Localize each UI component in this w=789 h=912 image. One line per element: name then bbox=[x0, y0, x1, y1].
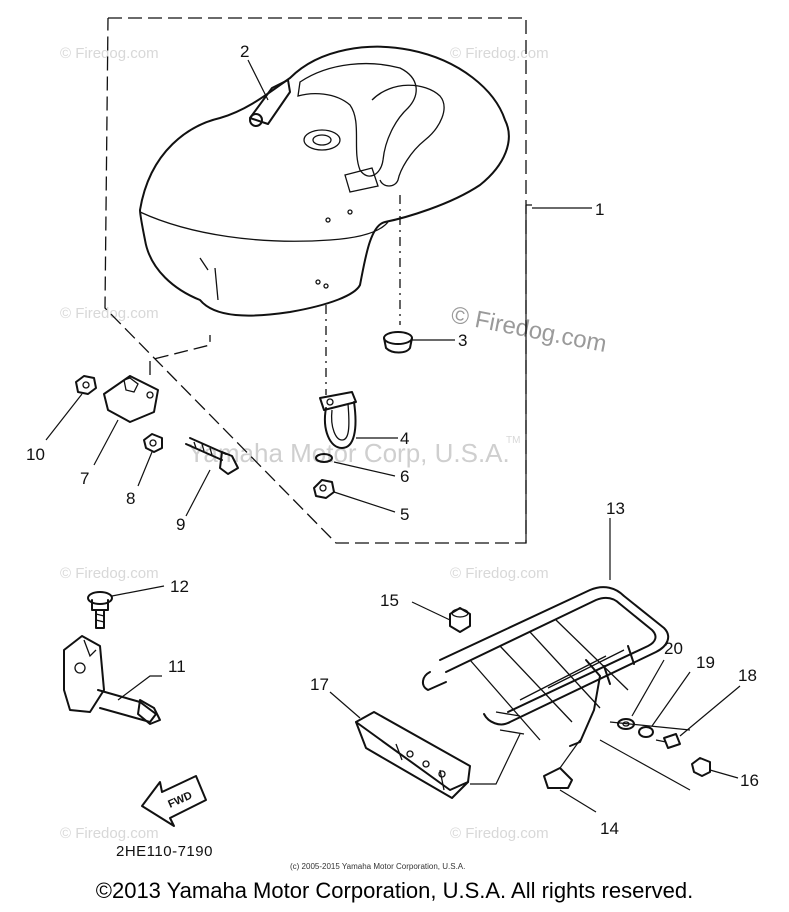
nut-16 bbox=[691, 757, 711, 777]
small-copyright: (c) 2005-2015 Yamaha Motor Corporation, … bbox=[290, 862, 466, 871]
hinge-bracket bbox=[63, 635, 161, 725]
watermark-corp: Yamaha Motor Corp, U.S.A. bbox=[188, 438, 510, 468]
bolt-12 bbox=[87, 591, 113, 629]
grommet bbox=[383, 331, 413, 354]
watermark-tiles: © Firedog.com © Firedog.com © Firedog.co… bbox=[60, 45, 549, 842]
leader-11 bbox=[117, 675, 162, 701]
callout-20: 20 bbox=[664, 639, 683, 658]
leader-18 bbox=[679, 685, 741, 737]
leader-7-axis bbox=[149, 335, 211, 375]
callout-labels: 1 2 3 4 5 6 7 8 9 10 11 12 13 14 15 16 1… bbox=[26, 42, 759, 838]
copyright-notice: ©2013 Yamaha Motor Corporation, U.S.A. A… bbox=[95, 878, 694, 903]
callout-18: 18 bbox=[738, 666, 757, 685]
callout-2: 2 bbox=[240, 42, 249, 61]
callout-3: 3 bbox=[458, 331, 467, 350]
leader-19 bbox=[651, 671, 691, 727]
callout-4: 4 bbox=[400, 429, 409, 448]
watermark-tile: © Firedog.com bbox=[60, 45, 159, 62]
leader-2 bbox=[247, 59, 269, 101]
watermark-tile: © Firedog.com bbox=[60, 305, 159, 322]
watermark-tile: © Firedog.com bbox=[60, 825, 159, 842]
leader-8 bbox=[137, 451, 153, 487]
bolt-18 bbox=[655, 733, 681, 749]
seat-hinge bbox=[249, 79, 291, 127]
watermark-main: © Firedog.com bbox=[449, 301, 609, 358]
leader-5 bbox=[333, 491, 396, 513]
leader-6 bbox=[333, 461, 396, 477]
callout-15: 15 bbox=[380, 591, 399, 610]
washer-19 bbox=[638, 726, 654, 738]
fwd-arrow: FWD bbox=[141, 775, 207, 827]
leader-12 bbox=[111, 585, 165, 597]
watermark-tile: © Firedog.com bbox=[450, 825, 549, 842]
callout-8: 8 bbox=[126, 489, 135, 508]
nut-8 bbox=[143, 433, 163, 453]
watermark-tile: © Firedog.com bbox=[450, 565, 549, 582]
callout-19: 19 bbox=[696, 653, 715, 672]
bracket-line bbox=[525, 204, 532, 543]
seat-latch bbox=[103, 375, 159, 423]
callout-9: 9 bbox=[176, 515, 185, 534]
callout-16: 16 bbox=[740, 771, 759, 790]
washer bbox=[315, 453, 333, 463]
leader-17 bbox=[329, 691, 361, 719]
callout-1: 1 bbox=[595, 200, 604, 219]
callout-13: 13 bbox=[606, 499, 625, 518]
leader-14b bbox=[559, 739, 581, 769]
seat-hook bbox=[319, 391, 357, 449]
plate-14 bbox=[543, 767, 573, 789]
callout-12: 12 bbox=[170, 577, 189, 596]
callout-6: 6 bbox=[400, 467, 409, 486]
assembly-box bbox=[104, 17, 527, 544]
callout-7: 7 bbox=[80, 469, 89, 488]
watermark-tile: © Firedog.com bbox=[450, 45, 549, 62]
nut-10 bbox=[75, 375, 97, 395]
callout-17: 17 bbox=[310, 675, 329, 694]
leader-20 bbox=[631, 659, 665, 717]
diagram-code: 2HE110-7190 bbox=[116, 843, 213, 860]
leader-16b bbox=[599, 739, 691, 791]
carrier bbox=[422, 586, 670, 747]
watermark-tm: TM bbox=[506, 435, 520, 446]
leader-bolt-axis bbox=[609, 721, 691, 731]
callout-14: 14 bbox=[600, 819, 619, 838]
leader-9 bbox=[185, 469, 211, 517]
seat bbox=[139, 45, 510, 317]
leader-16 bbox=[709, 769, 739, 779]
callout-11: 11 bbox=[168, 657, 186, 676]
leader-10 bbox=[45, 393, 83, 441]
leader-14 bbox=[559, 789, 597, 813]
callout-10: 10 bbox=[26, 445, 45, 464]
leader-7 bbox=[93, 419, 119, 466]
bolt-9 bbox=[185, 437, 239, 475]
leader-17b bbox=[470, 733, 521, 785]
rear-bracket bbox=[355, 711, 471, 799]
leader-15 bbox=[411, 601, 451, 621]
nut-5 bbox=[313, 479, 335, 499]
collar-15 bbox=[449, 607, 471, 633]
watermark-tile: © Firedog.com bbox=[60, 565, 159, 582]
callout-5: 5 bbox=[400, 505, 409, 524]
